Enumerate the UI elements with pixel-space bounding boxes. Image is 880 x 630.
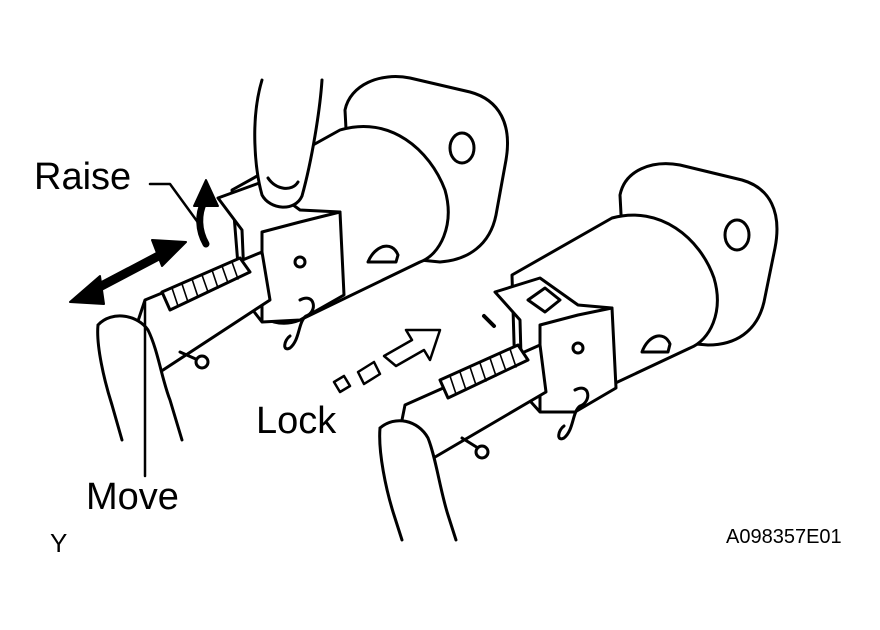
move-label: Move [86, 476, 179, 518]
right-bracket-rivet [571, 341, 585, 355]
right-hand [378, 419, 458, 542]
left-pin [178, 350, 200, 362]
left-hand [96, 314, 184, 442]
left-flange-hole [448, 131, 476, 165]
left-finger [253, 78, 324, 209]
left-pin-head [194, 354, 210, 370]
right-serration [438, 343, 530, 400]
left-fingernail [266, 176, 300, 190]
right-pin-head [474, 444, 490, 460]
right-body-window [640, 334, 672, 354]
left-bracket-rivet [293, 255, 307, 269]
left-serration-hatch [171, 261, 239, 307]
right-serration-hatch [449, 348, 517, 395]
right-pin [460, 436, 480, 450]
left-spring-clip [283, 296, 315, 351]
right-flange-hole [723, 218, 751, 252]
double-headed-arrow-icon [69, 239, 187, 305]
figure-code: A098357E01 [726, 526, 842, 548]
right-spring-clip [557, 386, 590, 441]
curved-up-arrow-icon [193, 179, 219, 248]
view-label: Y [50, 528, 68, 558]
lock-label: Lock [256, 400, 337, 442]
left-assembly [96, 75, 509, 442]
left-body-window [366, 244, 400, 264]
right-pointer [482, 314, 496, 328]
hollow-dashed-arrow-icon [332, 328, 442, 394]
right-assembly [378, 162, 779, 542]
right-lock-tab [526, 286, 562, 314]
raise-label: Raise [34, 156, 132, 198]
raise-leader-line [148, 182, 204, 230]
